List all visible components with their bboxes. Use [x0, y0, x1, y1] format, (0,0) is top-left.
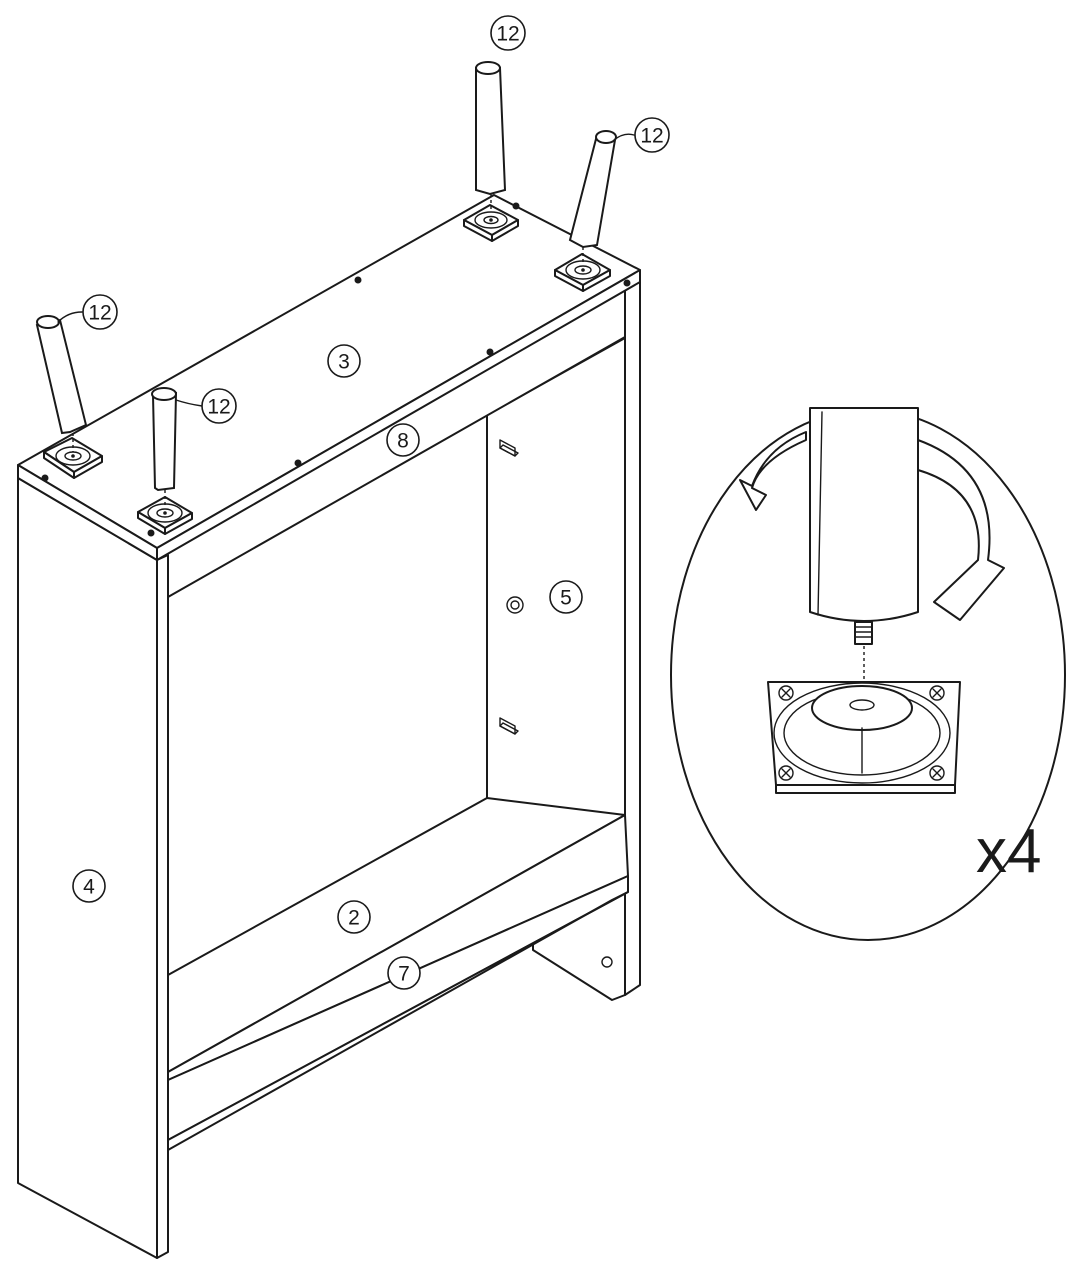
callout-leg-left-back: 12: [82, 294, 118, 330]
svg-text:12: 12: [640, 125, 663, 148]
quantity-label: x4: [976, 817, 1041, 886]
svg-text:12: 12: [207, 396, 230, 419]
detail-bubble: x4: [670, 407, 1066, 941]
svg-text:12: 12: [496, 23, 519, 46]
callout-front-rail-top: 8: [386, 423, 420, 457]
top-panel-holes: [41, 202, 631, 537]
detail-plate: [767, 681, 961, 794]
cabinet: 12 12 12 12 3 8 5 4: [17, 15, 670, 1259]
cam-hole-lower: [601, 956, 613, 968]
screw-icon: [778, 685, 945, 781]
callout-leg-top-mid: 12: [490, 15, 526, 51]
callout-top-panel: 3: [327, 344, 361, 378]
leg-top-mid: [475, 61, 507, 212]
left-side-panel-4: [17, 477, 158, 1259]
callout-leg-top-right: 12: [634, 117, 670, 153]
svg-text:4: 4: [83, 876, 95, 899]
callout-leg-left-front: 12: [201, 388, 237, 424]
legs: [35, 61, 617, 505]
leg-left-front: [151, 387, 178, 505]
leg-left-back: [35, 315, 88, 452]
callout-front-rail-bottom: 7: [387, 956, 421, 990]
top-panel-edge-right: [156, 269, 641, 561]
svg-text:12: 12: [88, 302, 111, 325]
svg-text:7: 7: [398, 963, 410, 986]
leader-left-front: [175, 399, 203, 407]
svg-text:2: 2: [348, 907, 360, 930]
detail-leg: [809, 407, 919, 690]
svg-text:5: 5: [560, 587, 572, 610]
callout-back-panel: 5: [549, 580, 583, 614]
left-side-panel-edge: [156, 554, 169, 1259]
rotation-arrow-icon: [739, 431, 1005, 621]
svg-text:8: 8: [397, 430, 409, 453]
svg-text:3: 3: [338, 351, 350, 374]
leader-left-back: [57, 311, 83, 323]
callout-bottom-shelf: 2: [337, 900, 371, 934]
callout-side-panel: 4: [72, 869, 106, 903]
back-panel-fittings: [499, 439, 524, 735]
leader-top-right: [613, 133, 635, 141]
leg-mount-plates: [43, 204, 611, 535]
leg-top-right: [568, 130, 617, 262]
